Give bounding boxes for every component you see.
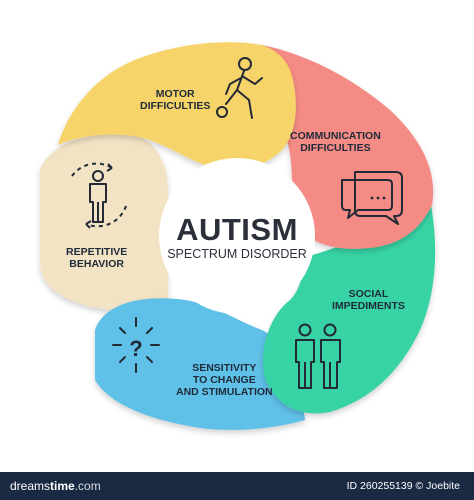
sensitivity-label-line3: AND STIMULATION: [176, 386, 273, 399]
person-cycle-icon: [71, 162, 127, 229]
social-label: SOCIAL IMPEDIMENTS: [332, 288, 405, 312]
brand-suffix: .com: [74, 479, 101, 493]
speech-bubbles-icon: [341, 171, 403, 225]
repetitive-label: REPETITIVE BEHAVIOR: [66, 246, 127, 270]
communication-label: COMMUNICATION DIFFICULTIES: [290, 130, 381, 154]
segment-motor: [58, 42, 296, 170]
sensitivity-label-line1: SENSITIVITY: [192, 362, 257, 374]
brand-logo[interactable]: dreamstime.com: [10, 479, 101, 493]
sensitivity-label: SENSITIVITY TO CHANGE AND STIMULATION: [176, 362, 273, 398]
repetitive-label-line2: BEHAVIOR: [69, 258, 124, 271]
brand-right: time: [50, 479, 75, 493]
svg-text:?: ?: [129, 336, 142, 361]
person-kicking-ball-icon: [216, 57, 263, 119]
center-subtitle: SPECTRUM DISORDER: [167, 247, 307, 261]
repetitive-label-line1: REPETITIVE: [66, 246, 128, 258]
segment-social-impediments: [262, 200, 436, 414]
social-label-line2: IMPEDIMENTS: [332, 300, 405, 313]
communication-label-line2: DIFFICULTIES: [300, 142, 371, 155]
motor-label-line1: MOTOR: [155, 88, 195, 100]
motor-label-line2: DIFFICULTIES: [140, 100, 211, 113]
center-disc: [159, 158, 315, 314]
center-title: AUTISM: [176, 212, 298, 247]
sensitivity-label-line2: TO CHANGE: [192, 374, 256, 387]
footer-bar: dreamstime.com ID 260255139 © Joebite: [0, 472, 474, 500]
two-people-icon: [295, 323, 341, 389]
communication-label-line1: COMMUNICATION: [290, 130, 381, 142]
social-label-line1: SOCIAL: [348, 288, 389, 300]
question-mark-icon: ?: [112, 317, 160, 373]
motor-label: MOTOR DIFFICULTIES: [140, 88, 210, 112]
image-credit: ID 260255139 © Joebite: [346, 480, 460, 492]
brand-left: dreams: [10, 479, 51, 493]
